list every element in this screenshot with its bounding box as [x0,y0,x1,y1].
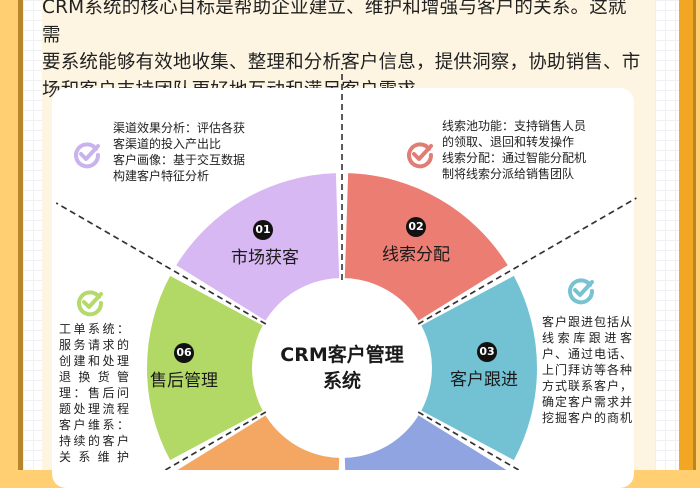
gold-stripe-right [679,0,693,470]
outer-border-left [0,0,18,470]
description-line: 户、通过电话、 [542,347,632,361]
segment-03-number-badge: 03 [477,342,497,362]
description-line: 关系维护 [59,450,129,464]
segment-06-label: 售后管理 [150,371,218,391]
center-circle [252,278,432,458]
check-circle-icon [407,142,434,169]
gold-border-right [693,0,696,470]
dashed-dividers [55,68,637,470]
description-line: 客渠道的投入产出比 [113,137,222,151]
description-line: 渠道效果分析：评估各获 [113,121,246,135]
description-line: 上门拜访等各种 [542,363,632,377]
gold-border-left [18,0,23,470]
description-line: 线索分配：通过智能分配机 [442,151,587,165]
description-line: 方式联系客户， [542,379,632,393]
segment-01-number-badge: 01 [253,220,273,240]
segment-01-shape [176,173,340,322]
dashed-divider-line [417,197,637,325]
description-line: 题处理流程 [59,402,129,416]
segment-01-description: 渠道效果分析：评估各获 客渠道的投入产出比 客户画像：基于交互数据 构建客户特征… [113,120,263,184]
description-line: 客户跟进包括从 [542,315,632,329]
dashed-divider-line [417,411,521,470]
description-line: 线索库跟进客 [542,331,632,345]
description-line: 理：售后问 [59,386,129,400]
outer-border-right [696,0,700,470]
segment-02-label: 线索分配 [382,245,450,265]
description-line: 客户维系： [59,418,129,432]
description-line: 客户画像：基于交互数据 [113,153,246,167]
segment-02-description: 线索池功能：支持销售人员 的领取、退回和转发操作 线索分配：通过智能分配机 制将… [442,118,602,182]
intro-line: 要系统能够有效地收集、整理和分析客户信息，提供洞察，协助销售、市 [42,52,641,73]
segment-03-shape [419,275,537,461]
description-line: 线索池功能：支持销售人员 [442,119,587,133]
segment-06-description: 工单系统： 服务请求的 创建和处理 退换货管 理：售后问 题处理流程 客户维系：… [59,321,129,465]
description-line: 挖掘客户的商机 [542,411,632,425]
check-circle-icon [77,290,104,317]
crm-ring-diagram [55,68,637,470]
check-circle-icon [568,278,595,305]
segment-06-number-badge: 06 [174,343,194,363]
description-line: 制将线索分派给销售团队 [442,167,575,181]
segment-05-shape [177,414,340,470]
description-line: 退换货管 [59,370,129,384]
segment-01-label: 市场获客 [231,248,299,268]
segment-04-shape [344,414,507,470]
segment-06-shape [147,275,265,461]
center-title-line: CRM客户管理 [280,344,404,366]
dashed-divider-line [55,202,267,325]
segment-02-number-badge: 02 [406,217,426,237]
grid-margin-left [23,0,42,470]
intro-line: CRM系统的核心目标是帮助企业建立、维护和增强与客户的关系。这就需 [42,0,627,46]
description-line: 构建客户特征分析 [113,169,210,183]
description-line: 服务请求的 [59,338,129,352]
description-line: 确定客户需求并 [542,395,632,409]
segment-03-label: 客户跟进 [450,370,518,390]
check-circle-icon [74,142,101,169]
description-line: 持续的客户 [59,434,129,448]
grid-margin-right [655,0,680,470]
segment-02-shape [344,173,508,322]
segment-03-description: 客户跟进包括从 线索库跟进客 户、通过电话、 上门拜访等各种 方式联系客户， 确… [542,314,632,426]
description-line: 的领取、退回和转发操作 [442,135,575,149]
center-title: CRM客户管理 系统 [262,342,422,394]
description-line: 创建和处理 [59,354,129,368]
description-line: 工单系统： [59,322,129,336]
center-title-line: 系统 [322,370,361,392]
